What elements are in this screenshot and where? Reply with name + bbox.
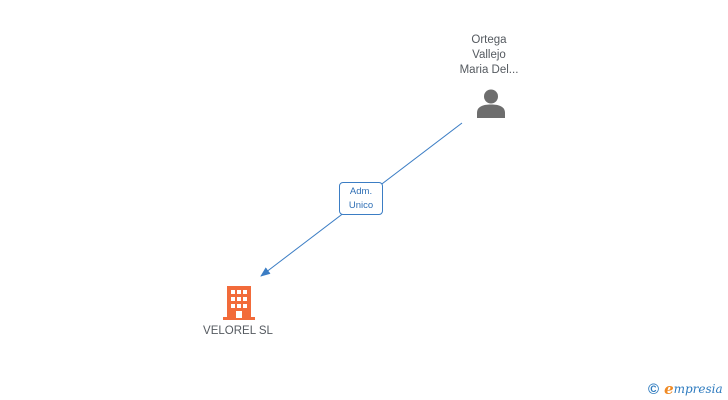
company-name[interactable]: VELOREL SL — [203, 325, 273, 337]
person-node-label[interactable]: Ortega Vallejo Maria Del... — [430, 33, 548, 78]
relationship-label-line-1: Adm. — [349, 186, 373, 197]
building-icon[interactable] — [222, 285, 256, 321]
logo-initial: e — [664, 379, 674, 398]
copyright-icon: © — [648, 380, 660, 398]
person-name-line-3: Maria Del... — [459, 64, 519, 76]
person-name-line-2: Vallejo — [472, 49, 506, 61]
relationship-label[interactable]: Adm. Unico — [339, 182, 383, 215]
empresia-logo: © e mpresia — [648, 379, 723, 399]
logo-text: mpresia — [673, 381, 723, 396]
person-name-line-1: Ortega — [471, 34, 507, 46]
person-icon[interactable] — [475, 88, 507, 118]
relationship-label-line-2: Unico — [348, 200, 374, 211]
